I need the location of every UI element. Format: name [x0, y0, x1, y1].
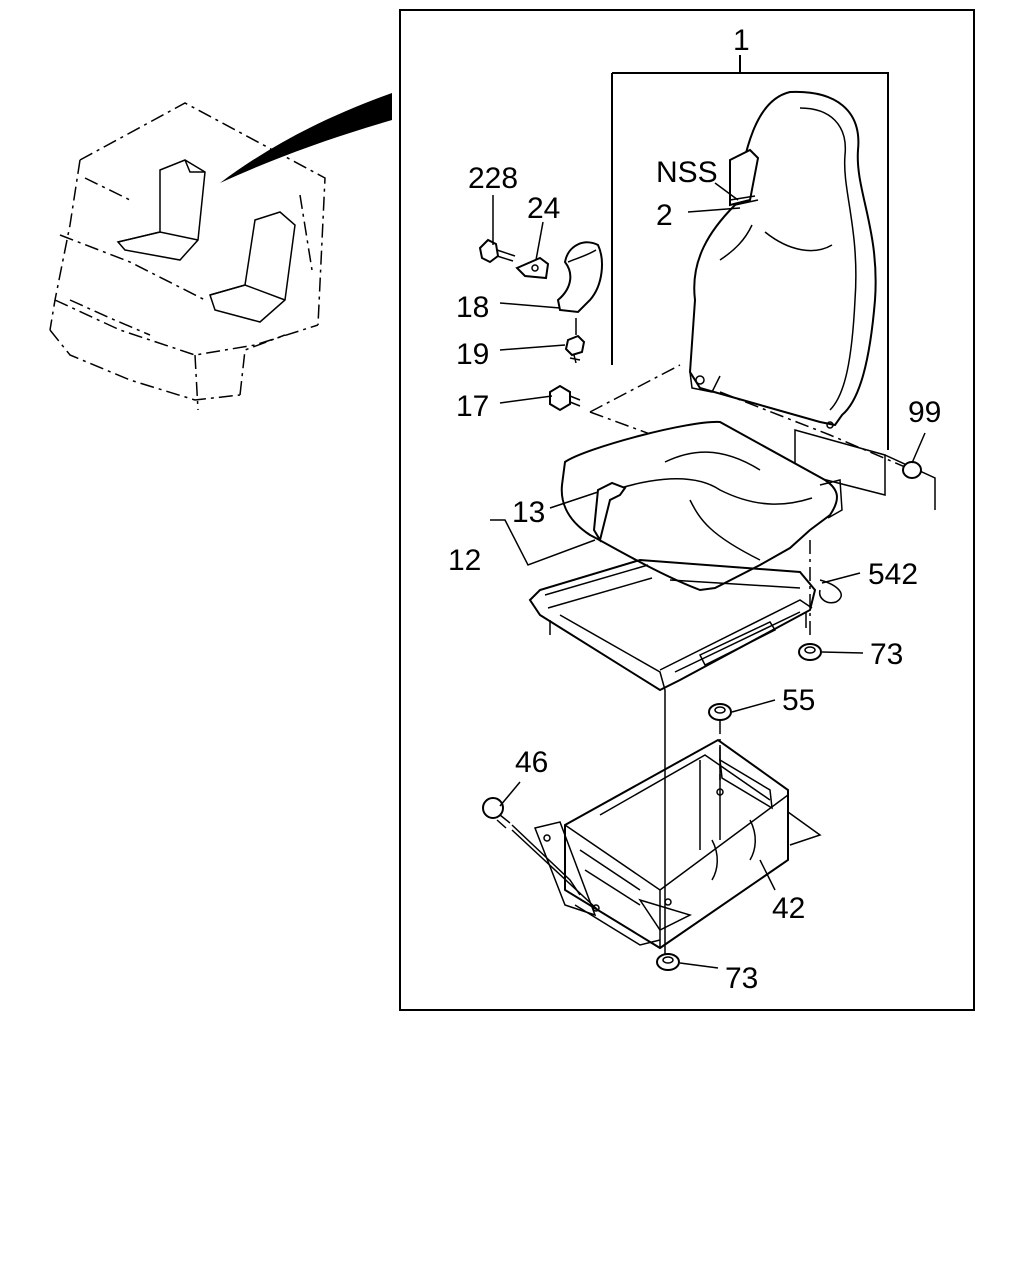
label-12: 12 — [448, 544, 481, 577]
label-1: 1 — [733, 24, 750, 57]
label-542: 542 — [868, 558, 918, 591]
label-13: 13 — [512, 496, 545, 529]
part-labels: 1 NSS 2 228 24 18 19 17 99 13 12 542 73 … — [448, 24, 941, 995]
label-17: 17 — [456, 390, 489, 423]
pointer-wedge — [220, 93, 392, 183]
label-55: 55 — [782, 684, 815, 717]
label-228: 228 — [468, 162, 518, 195]
seat-cushion — [560, 420, 843, 592]
label-24: 24 — [527, 192, 560, 225]
leader-lines — [490, 182, 926, 969]
label-42: 42 — [772, 892, 805, 925]
small-parts — [478, 238, 603, 412]
seat-base — [533, 738, 822, 950]
label-18: 18 — [456, 291, 489, 324]
label-99: 99 — [908, 396, 941, 429]
seat-back — [611, 55, 889, 450]
label-2: 2 — [656, 199, 673, 232]
detail-frame — [399, 9, 975, 1011]
fasteners — [482, 461, 922, 971]
cab-overview — [49, 93, 392, 411]
label-46: 46 — [515, 746, 548, 779]
label-nss: NSS — [656, 156, 718, 189]
label-73-upper: 73 — [870, 638, 903, 671]
seat-rail-frame — [528, 558, 842, 692]
label-73-lower: 73 — [725, 962, 758, 995]
label-19: 19 — [456, 338, 489, 371]
